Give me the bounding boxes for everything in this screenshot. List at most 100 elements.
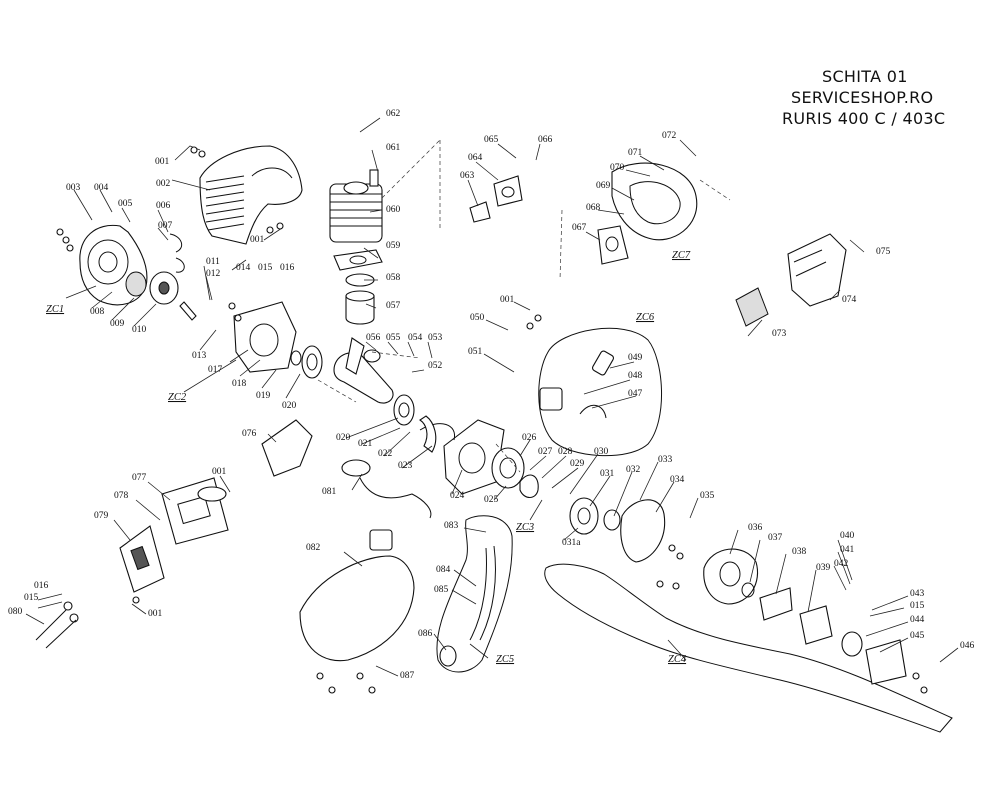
group-label-zc3: ZC3 — [516, 522, 534, 533]
clutch-shoe-drawing — [759, 587, 793, 621]
part-label-056: 056 — [366, 333, 381, 343]
carburetor-drawing — [597, 225, 629, 265]
part-label-026: 026 — [522, 433, 537, 443]
part-label-059: 059 — [386, 241, 401, 251]
clutch-housing-outline — [544, 563, 953, 733]
air-filter-element-drawing — [735, 287, 769, 327]
group-label-zc2: ZC2 — [168, 392, 187, 403]
part-label-039: 039 — [816, 563, 831, 573]
part-label-038: 038 — [792, 547, 807, 557]
group-label-zc1: ZC1 — [46, 304, 64, 315]
part-label-042: 042 — [834, 559, 849, 569]
part-label-068: 068 — [586, 203, 601, 213]
fuel-cap-drawing — [341, 459, 371, 477]
part-label-013: 013 — [192, 351, 207, 361]
part-label-052: 052 — [428, 361, 443, 371]
part-label-084: 084 — [436, 565, 451, 575]
clutch-cover-drawing — [620, 499, 666, 563]
shaft-tube-drawing — [865, 639, 907, 685]
part-label-080: 080 — [8, 607, 23, 617]
leader-lines — [25, 117, 959, 677]
part-label-076: 076 — [242, 429, 257, 439]
part-label-086: 086 — [418, 629, 433, 639]
part-label-045: 045 — [910, 631, 925, 641]
part-label-020: 020 — [282, 401, 297, 411]
part-label-008: 008 — [90, 307, 105, 317]
fuel-line-outline — [436, 515, 513, 673]
part-label-075: 075 — [876, 247, 891, 257]
part-label-020: 020 — [336, 433, 351, 443]
part-label-048: 048 — [628, 371, 643, 381]
part-label-029: 029 — [570, 459, 585, 469]
crank-bearing-left-drawing — [301, 345, 323, 379]
cylinder-gasket-drawing — [333, 249, 383, 271]
part-label-062: 062 — [386, 109, 401, 119]
part-label-028: 028 — [558, 447, 573, 457]
part-label-036: 036 — [748, 523, 763, 533]
part-label-049: 049 — [628, 353, 643, 363]
clutch-drum-drawing — [569, 497, 599, 535]
part-label-001: 001 — [250, 235, 265, 245]
part-label-031a: 031a — [562, 538, 581, 548]
part-label-025: 025 — [484, 495, 499, 505]
part-label-057: 057 — [386, 301, 401, 311]
crankshaft-drawing — [333, 352, 394, 404]
part-label-058: 058 — [386, 273, 401, 283]
part-label-047: 047 — [628, 389, 643, 399]
intake-manifold-drawing — [493, 175, 523, 207]
part-label-003: 003 — [66, 183, 81, 193]
part-label-033: 033 — [658, 455, 673, 465]
part-label-009: 009 — [110, 319, 125, 329]
part-label-050: 050 — [470, 313, 485, 323]
part-label-087: 087 — [400, 671, 415, 681]
part-label-030: 030 — [594, 447, 609, 457]
part-label-016: 016 — [34, 581, 49, 591]
fastener-details — [35, 146, 928, 694]
ignition-coil-drawing — [539, 387, 563, 411]
part-label-040: 040 — [840, 531, 855, 541]
part-label-015: 015 — [24, 593, 39, 603]
part-label-085: 085 — [434, 585, 449, 595]
part-label-074: 074 — [842, 295, 857, 305]
part-label-070: 070 — [610, 163, 625, 173]
part-label-012: 012 — [206, 269, 221, 279]
group-label-zc6: ZC6 — [636, 312, 655, 323]
part-label-022: 022 — [378, 449, 393, 459]
air-filter-cover-drawing — [787, 233, 847, 307]
part-label-054: 054 — [408, 333, 423, 343]
engine-cover-drawing — [199, 145, 303, 245]
part-drawings — [79, 139, 953, 733]
part-label-061: 061 — [386, 143, 401, 153]
part-label-005: 005 — [118, 199, 133, 209]
part-label-001: 001 — [148, 609, 163, 619]
part-label-043: 043 — [910, 589, 925, 599]
fuel-tank-drawing — [299, 555, 415, 662]
part-label-046: 046 — [960, 641, 975, 651]
part-label-065: 065 — [484, 135, 499, 145]
group-label-zc4: ZC4 — [668, 654, 687, 665]
group-label-zc7: ZC7 — [672, 250, 691, 261]
diagram-title-line-3: RURIS 400 C / 403C — [782, 109, 946, 128]
part-label-073: 073 — [772, 329, 787, 339]
ignition-group-outline — [538, 327, 663, 457]
part-label-060: 060 — [386, 205, 401, 215]
group-label-zc5: ZC5 — [496, 654, 514, 665]
part-label-014: 014 — [236, 263, 251, 273]
part-label-001: 001 — [212, 467, 227, 477]
part-label-037: 037 — [768, 533, 783, 543]
part-label-034: 034 — [670, 475, 685, 485]
part-label-032: 032 — [626, 465, 641, 475]
diagram-title-line-1: SCHITA 01 — [822, 67, 908, 86]
part-label-011: 011 — [206, 257, 220, 267]
part-callouts: 001 002 003 004 005 006 007 001 008 009 … — [8, 109, 975, 681]
part-label-079: 079 — [94, 511, 109, 521]
part-label-077: 077 — [132, 473, 147, 483]
part-label-004: 004 — [94, 183, 109, 193]
part-label-083: 083 — [444, 521, 459, 531]
part-label-044: 044 — [910, 615, 925, 625]
part-label-015: 015 — [910, 601, 925, 611]
flywheel-drawing — [491, 447, 525, 489]
part-label-017: 017 — [208, 365, 223, 375]
part-label-007: 007 — [158, 221, 173, 231]
